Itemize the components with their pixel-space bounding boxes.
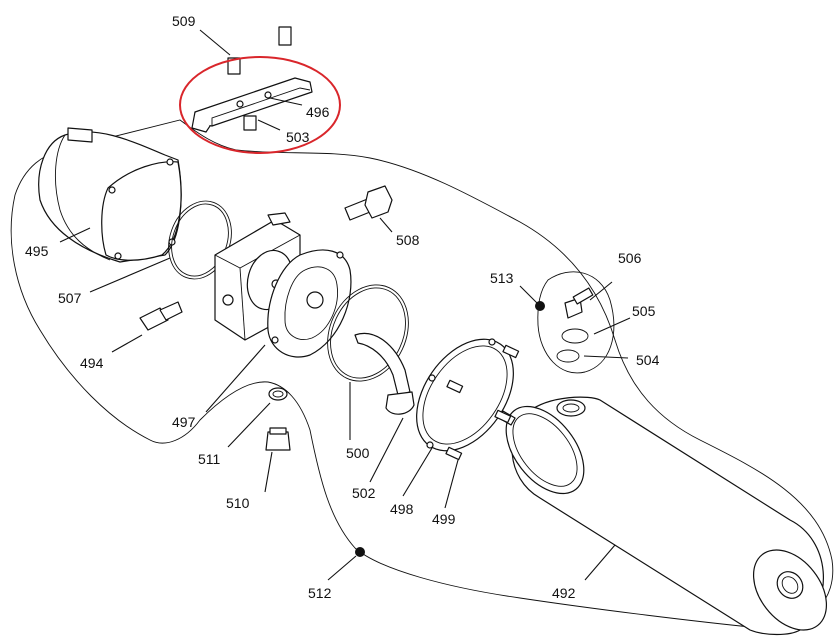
label-511: 511 <box>198 451 221 467</box>
kit-513-outline <box>537 271 615 374</box>
part-506-fitting <box>564 287 594 319</box>
highlight-ellipse <box>179 56 341 154</box>
part-497-flange <box>267 249 352 358</box>
part-510-plug <box>265 427 291 451</box>
part-499-bolts <box>445 344 520 461</box>
label-495: 495 <box>25 243 49 259</box>
label-492: 492 <box>552 585 576 601</box>
part-498-cover-ring <box>416 338 514 452</box>
label-499: 499 <box>432 511 456 527</box>
label-496: 496 <box>306 104 330 120</box>
label-508: 508 <box>396 232 420 248</box>
label-494: 494 <box>80 355 104 371</box>
part-494-sensor <box>139 301 183 331</box>
part-496-bracket <box>191 77 313 133</box>
label-502: 502 <box>352 485 376 501</box>
part-509-bolts <box>227 26 292 75</box>
label-512: 512 <box>308 585 332 601</box>
part-511-washer <box>268 387 288 401</box>
leader-lines <box>59 29 631 581</box>
kit-512-outline <box>10 149 834 629</box>
label-498: 498 <box>390 501 414 517</box>
label-503: 503 <box>286 129 310 145</box>
label-504: 504 <box>636 352 660 368</box>
part-502-pickup-tube <box>354 332 415 415</box>
label-510: 510 <box>226 495 250 511</box>
label-509: 509 <box>172 13 196 29</box>
part-504-oring <box>556 349 580 363</box>
label-513: 513 <box>490 270 514 286</box>
label-507: 507 <box>58 290 82 306</box>
kit-513-marker <box>535 301 545 311</box>
label-505: 505 <box>632 303 656 319</box>
label-497: 497 <box>172 414 196 430</box>
part-500-oring <box>327 284 409 382</box>
part-508-fitting <box>344 185 393 221</box>
kit-512-marker <box>355 547 365 557</box>
part-495-motor <box>38 127 182 263</box>
part-503-bolt <box>243 115 257 131</box>
part-505-oring <box>561 328 589 344</box>
label-506: 506 <box>618 250 642 266</box>
label-500: 500 <box>346 445 370 461</box>
part-492-tank <box>498 396 828 636</box>
